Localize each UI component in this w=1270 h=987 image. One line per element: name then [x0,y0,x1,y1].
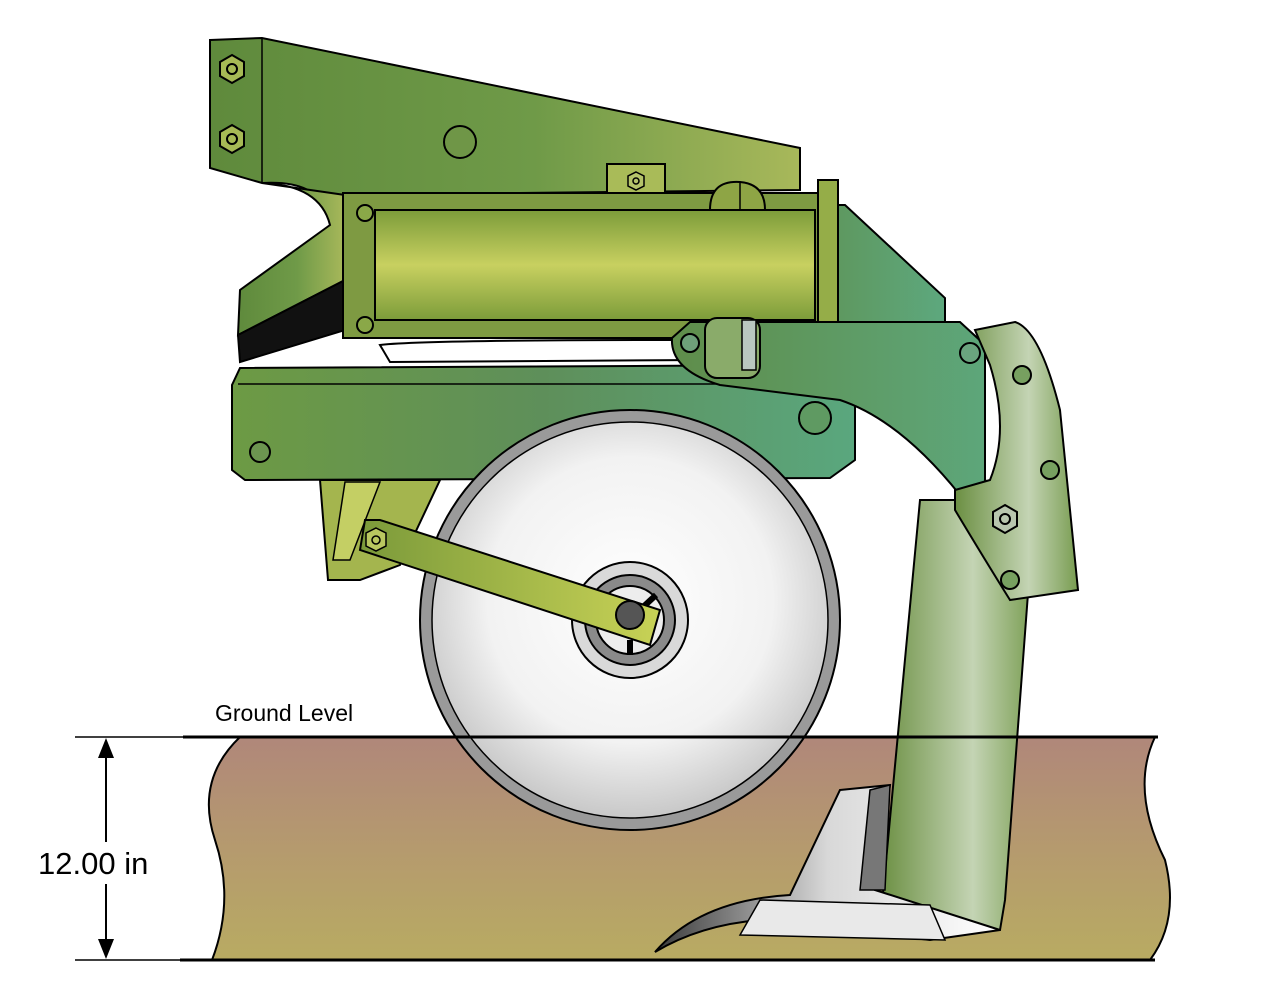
wheel-arm [358,519,662,647]
hex-nut-icon [992,503,1018,535]
hex-nut-icon [365,527,387,552]
hex-nut-icon [219,123,245,155]
depth-dimension-arrow [35,738,165,959]
spring-cylinder [374,209,816,321]
shank-mount-plate [954,320,1080,602]
ground-level-label: Ground Level [215,700,353,726]
mounting-bracket [209,36,801,212]
hex-nut-icon [627,171,645,191]
pivot-bolt-icon [443,125,477,159]
axle-icon [615,600,645,630]
hex-nut-icon [219,53,245,85]
depth-label: 12.00 in [38,846,148,881]
